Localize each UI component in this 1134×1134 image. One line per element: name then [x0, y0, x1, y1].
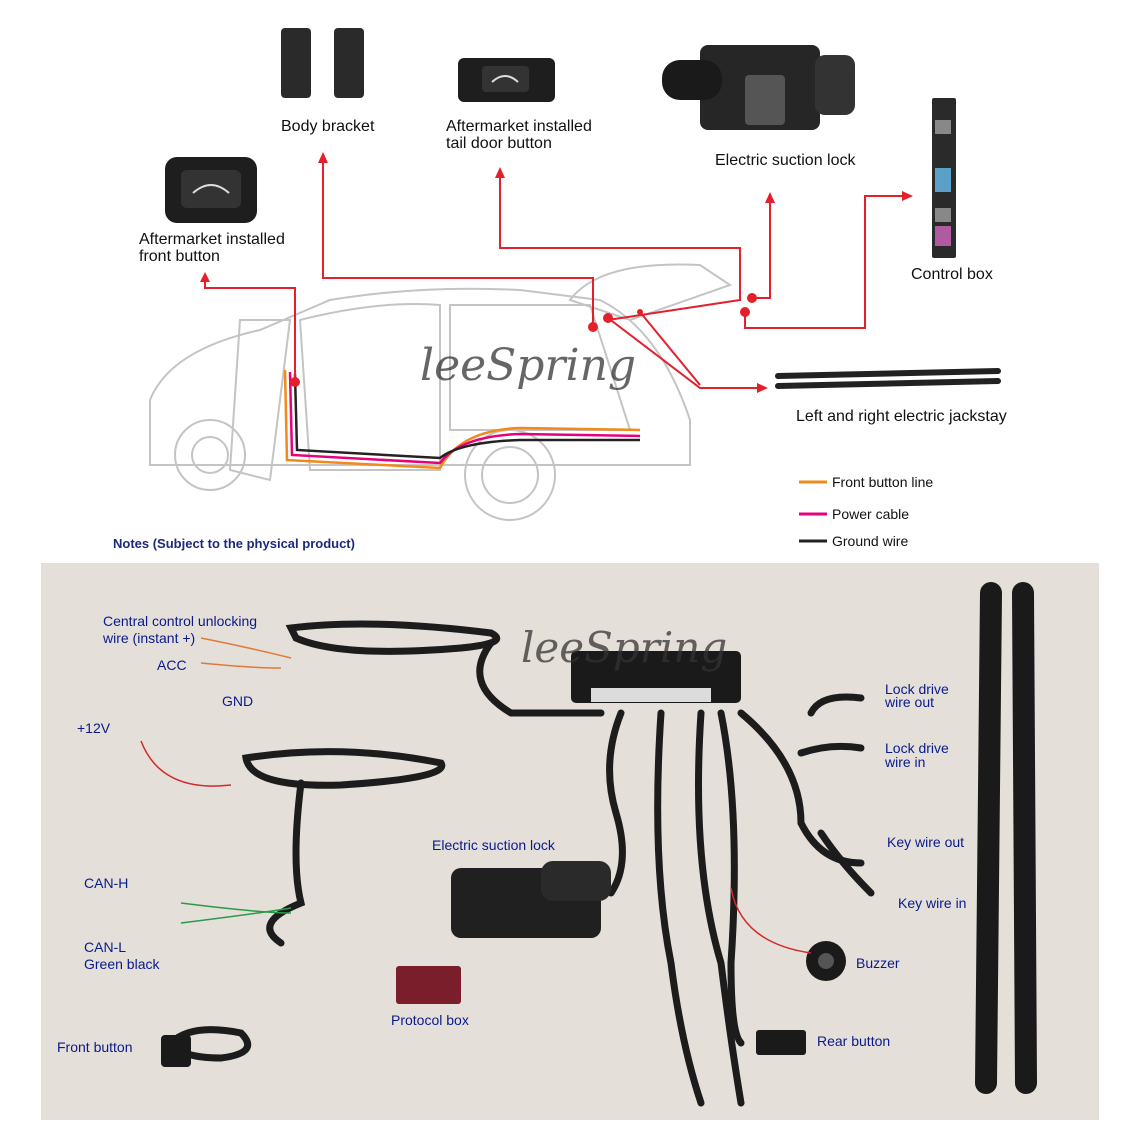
label-lock-drive-in-line2: wire in [885, 754, 926, 770]
jackstay-right [1012, 582, 1037, 1094]
label-protocol-box: Protocol box [391, 1012, 469, 1028]
red-arrowheads [200, 152, 913, 393]
protocol-box-photo [396, 966, 461, 1004]
label-buzzer: Buzzer [856, 955, 900, 971]
label-lock-drive-out-line2: wire out [885, 694, 935, 710]
label-central-unlock-line1: Central control unlocking [103, 613, 258, 629]
red-dots [290, 293, 757, 387]
tail-door-button-image [458, 58, 555, 102]
label-suction-lock: Electric suction lock [715, 152, 856, 169]
harness-lines [283, 369, 641, 470]
label-front-button: Front button [57, 1039, 133, 1055]
wiring-photo-drawing [140, 582, 1037, 1107]
front-button-image [165, 157, 257, 223]
label-tail-button-line1: Aftermarket installed [446, 118, 592, 135]
front-button-photo [161, 1035, 191, 1067]
label-acc: ACC [157, 657, 187, 673]
label-plus12v: +12V [77, 720, 111, 736]
label-key-out: Key wire out [887, 834, 965, 850]
legend-ground-wire: Ground wire [832, 533, 909, 549]
label-front-button-line2: front button [139, 248, 220, 265]
watermark: leeSpring [420, 340, 637, 391]
label-lock-drive-in-line1: Lock drive [885, 740, 949, 756]
label-control-box: Control box [911, 266, 993, 283]
top-diagram [149, 28, 1001, 543]
label-central-unlock-line2: wire (instant +) [103, 630, 196, 646]
wiring-photo: leeSpring Central control unlocking wire… [41, 563, 1099, 1120]
label-can-h: CAN-H [84, 875, 129, 891]
label-gnd: GND [222, 693, 254, 709]
label-can-l-line1: CAN-L [84, 939, 127, 955]
label-can-l-line2: Green black [84, 956, 160, 972]
jackstay-image [775, 368, 1001, 389]
label-lock-drive-out-line1: Lock drive [885, 681, 949, 697]
notes: Notes (Subject to the physical product) [113, 536, 355, 551]
legend-power-cable: Power cable [832, 506, 910, 522]
suction-lock-image [662, 45, 855, 130]
label-tail-button-line2: tail door button [446, 135, 552, 152]
jackstay-left [975, 582, 1002, 1094]
label-jackstay: Left and right electric jackstay [796, 408, 1007, 425]
red-callout-lines [204, 160, 905, 389]
control-box-image [932, 98, 956, 258]
legend-front-button-line: Front button line [832, 474, 934, 490]
label-front-button-line1: Aftermarket installed [139, 231, 285, 248]
label-key-in: Key wire in [898, 895, 967, 911]
label-rear-button: Rear button [817, 1033, 891, 1049]
body-bracket-image [281, 28, 364, 98]
photo-watermark: leeSpring [521, 623, 728, 672]
label-body-bracket: Body bracket [281, 118, 375, 135]
rear-button-photo [756, 1030, 806, 1055]
label-suction-lock-photo: Electric suction lock [432, 837, 555, 853]
car-illustration [149, 263, 733, 521]
